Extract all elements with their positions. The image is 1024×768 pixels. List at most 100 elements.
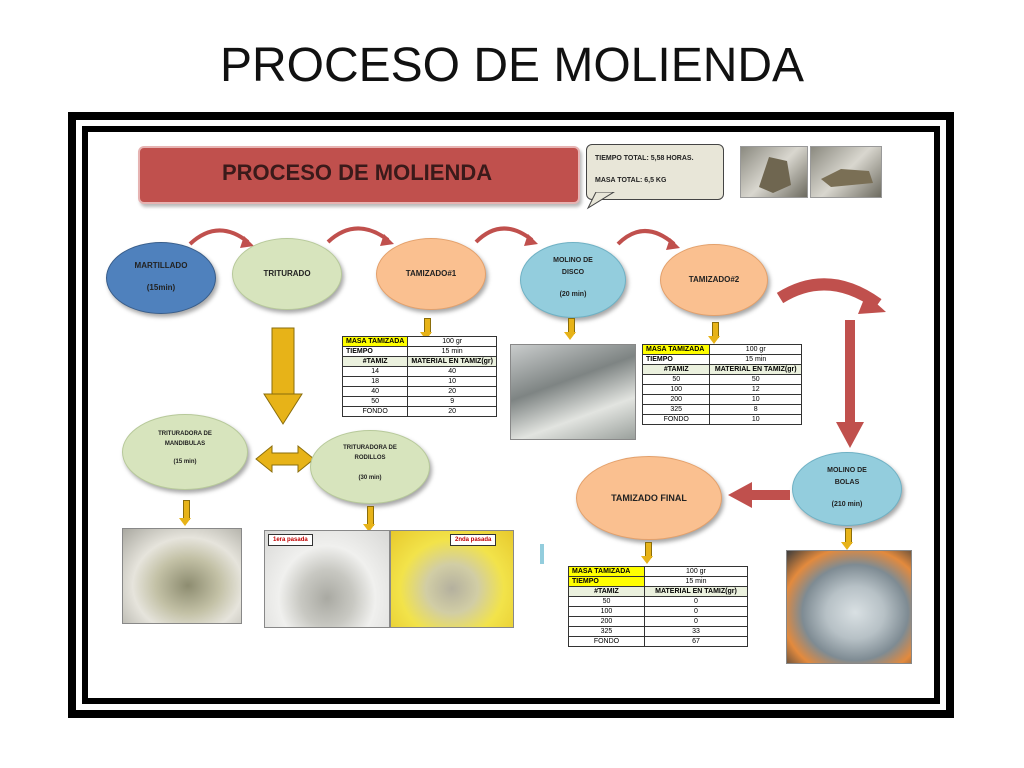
node-rodillos-line2: RODILLOS xyxy=(354,455,386,461)
arrow-down-tamizado-final xyxy=(641,542,653,564)
node-molino-bolas-time: (210 min) xyxy=(831,501,863,508)
cell: 40 xyxy=(341,386,409,397)
t2-tiempo-label: TIEMPO xyxy=(641,354,711,365)
cell: 50 xyxy=(709,374,802,385)
node-molino-disco-line1: MOLINO DE xyxy=(553,257,593,264)
t3-masa-label: MASA TAMIZADA xyxy=(568,566,645,577)
node-molino-disco-time: (20 min) xyxy=(559,291,587,298)
cell: 67 xyxy=(643,636,749,647)
node-tamizado-final-label: TAMIZADO FINAL xyxy=(611,493,687,503)
cell: 325 xyxy=(641,404,711,415)
t2-masa-value: 100 gr xyxy=(709,344,802,355)
node-martillado-time: (15min) xyxy=(146,283,176,292)
t3-col1: #TAMIZ xyxy=(568,586,645,597)
totals-callout: TIEMPO TOTAL: 5,58 HORAS. MASA TOTAL: 6,… xyxy=(586,144,724,200)
cell: 18 xyxy=(341,376,409,387)
t3-tiempo-value: 15 min xyxy=(643,576,749,587)
node-tamizado-final: TAMIZADO FINAL xyxy=(576,456,722,540)
arrow-down-bolas xyxy=(841,528,853,550)
t2-col2: MATERIAL EN TAMIZ(gr) xyxy=(709,364,802,375)
cell: 20 xyxy=(407,386,497,397)
cell: 200 xyxy=(568,616,645,627)
node-trituradora-rodillos: TRITURADORA DE RODILLOS (30 min) xyxy=(310,430,430,504)
cell: 40 xyxy=(407,366,497,377)
slide-title: PROCESO DE MOLIENDA xyxy=(219,39,805,92)
cell: 12 xyxy=(709,384,802,395)
cell: 50 xyxy=(641,374,711,385)
node-mandibulas-time: (15 min) xyxy=(173,459,197,465)
banner-title: PROCESO DE MOLIENDA xyxy=(222,160,493,185)
tag-primera-pasada: 1era pasada xyxy=(268,534,313,546)
decorative-mark xyxy=(540,544,544,564)
rock-photo-2 xyxy=(810,146,882,198)
photo-rodillos-2 xyxy=(390,530,514,628)
cell: 10 xyxy=(709,394,802,405)
arrow-down-rodillos xyxy=(363,506,375,534)
tag-segunda-pasada: 2nda pasada xyxy=(450,534,497,546)
cell: 50 xyxy=(568,596,645,607)
cell: 0 xyxy=(643,616,749,627)
node-trituradora-mandibulas: TRITURADORA DE MANDIBULAS (15 min) xyxy=(122,414,248,490)
photo-molino-disco xyxy=(510,344,636,440)
node-triturado-label: TRITURADO xyxy=(263,269,311,278)
photo-mandibulas xyxy=(122,528,242,624)
t1-col1: #TAMIZ xyxy=(341,356,409,367)
node-triturado: TRITURADO xyxy=(232,238,342,310)
t3-tiempo-label: TIEMPO xyxy=(568,576,645,587)
cell: 50 xyxy=(341,396,409,407)
photo-molino-bolas xyxy=(786,550,912,664)
t2-masa-label: MASA TAMIZADA xyxy=(641,344,711,355)
t1-tiempo-value: 15 min xyxy=(407,346,497,357)
cell: 10 xyxy=(407,376,497,387)
node-rodillos-line1: TRITURADORA DE xyxy=(343,445,397,451)
cell: 100 xyxy=(641,384,711,395)
cell: 0 xyxy=(643,606,749,617)
cell: 200 xyxy=(641,394,711,405)
cell: 325 xyxy=(568,626,645,637)
diagram-canvas: PROCESO DE MOLIENDA TIEMPO TOTAL: 5,58 H… xyxy=(88,132,934,698)
node-molino-disco-line2: DISCO xyxy=(561,269,585,276)
node-tamizado1-label: TAMIZADO#1 xyxy=(405,269,457,278)
cell: 33 xyxy=(643,626,749,637)
t3-masa-value: 100 gr xyxy=(643,566,749,577)
t1-col2: MATERIAL EN TAMIZ(gr) xyxy=(407,356,497,367)
node-martillado-label: MARTILLADO xyxy=(134,261,188,270)
cell: FONDO xyxy=(341,406,409,417)
arrow-down-disco xyxy=(564,318,576,340)
node-molino-bolas-line1: MOLINO DE xyxy=(827,467,867,474)
callout-tail xyxy=(586,192,615,210)
t1-masa-label: MASA TAMIZADA xyxy=(341,336,409,347)
cell: 10 xyxy=(709,414,802,425)
cell: 8 xyxy=(709,404,802,415)
node-mandibulas-line2: MANDIBULAS xyxy=(164,441,206,447)
node-rodillos-time: (30 min) xyxy=(358,475,382,481)
node-tamizado1: TAMIZADO#1 xyxy=(376,238,486,310)
node-tamizado2: TAMIZADO#2 xyxy=(660,244,768,316)
cell: 0 xyxy=(643,596,749,607)
node-molino-bolas-line2: BOLAS xyxy=(834,479,860,486)
node-tamizado2-label: TAMIZADO#2 xyxy=(688,275,740,284)
cell: FONDO xyxy=(641,414,711,425)
node-molino-disco: MOLINO DE DISCO (20 min) xyxy=(520,242,626,318)
node-molino-bolas: MOLINO DE BOLAS (210 min) xyxy=(792,452,902,526)
cell: 100 xyxy=(568,606,645,617)
rock-photo-1 xyxy=(740,146,808,198)
cell: 14 xyxy=(341,366,409,377)
photo-rodillos-1 xyxy=(264,530,390,628)
